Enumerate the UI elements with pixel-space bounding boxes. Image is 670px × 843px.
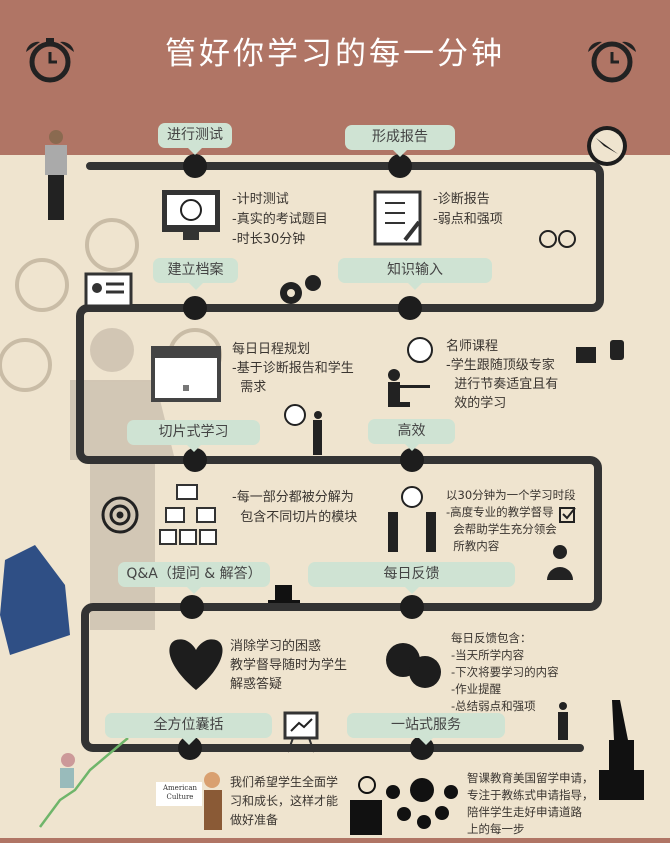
step-label-test: 进行测试 — [158, 123, 232, 155]
module-blocks-icon — [159, 484, 217, 545]
gears-icon — [280, 275, 321, 304]
statue-of-liberty-icon — [599, 700, 644, 800]
footer-border — [0, 838, 670, 843]
timeline-dots — [178, 154, 434, 760]
step-desc-onestop: 智课教育美国留学申请，专注于教练式申请指导，陪伴学生走好申请道路上的每一步 — [467, 771, 594, 836]
step-desc-test: -计时测试-真实的考试题目-时长30分钟 — [232, 192, 328, 247]
american-culture-sign: American Culture — [162, 784, 198, 801]
team-high-five-icon — [388, 486, 436, 552]
page-title: 管好你学习的每一分钟 — [165, 36, 505, 72]
step-desc-comprehensive: 我们希望学生全面学习和成长，这样才能做好准备 — [230, 775, 339, 827]
thinking-man-clock-icon — [284, 404, 322, 455]
header-banner — [0, 0, 670, 155]
person-at-desk-icon — [388, 337, 433, 407]
step-desc-knowledge: 名师课程-学生跟随顶级专家 进行节奏适宜且有 效的学习 — [446, 339, 559, 411]
checkbox-icon — [559, 507, 576, 523]
step-label-qa: Q&A（提问 & 解答） — [118, 562, 270, 594]
step-desc-slices: -每一部分都被分解为 包含不同切片的模块 — [232, 490, 358, 525]
alarm-clock-bells-icon — [26, 38, 74, 52]
step-desc-feedback: 每日反馈包含：-当天所学内容-下次将要学习的内容-作业提醒-总结弱点和强项 — [451, 631, 559, 713]
lightbulb-team-icon — [350, 776, 382, 835]
monitor-clock-icon — [162, 190, 220, 240]
student-figure-icon — [45, 130, 67, 220]
climbing-man-icon — [60, 753, 75, 788]
calendar-icon — [151, 346, 221, 402]
clapperboard-icon — [576, 347, 596, 363]
alarm-clock-icon — [29, 41, 71, 83]
presenter-man-icon — [156, 772, 222, 830]
step-label-onestop: 一站式服务 — [347, 713, 505, 745]
presentation-board-icon — [283, 711, 319, 753]
target-icon — [101, 496, 139, 534]
step-desc-report: -诊断报告-弱点和强项 — [433, 192, 503, 227]
user-icon — [547, 545, 573, 580]
growth-arrow — [38, 737, 129, 828]
heart-icon — [169, 639, 223, 690]
step-desc-efficient: 以30分钟为一个学习时段-高度专业的教学督导 会帮助学生充分领会 所教内容 — [446, 488, 576, 553]
step-label-profile: 建立档案 — [153, 258, 238, 290]
alarm-clock-icon-right — [591, 41, 633, 83]
step-label-slices: 切片式学习 — [127, 420, 260, 452]
step-label-report: 形成报告 — [345, 125, 455, 157]
id-badge-icon — [84, 272, 133, 308]
step-label-knowledge: 知识输入 — [338, 258, 492, 290]
walking-man-icon — [558, 702, 568, 740]
step-label-efficient: 高效 — [368, 419, 455, 451]
compass-icon — [587, 126, 627, 166]
notebook-pencil-icon — [373, 190, 422, 246]
glasses-icon — [539, 230, 576, 248]
thumbs-up-icon — [610, 340, 624, 360]
chat-bubbles-icon — [386, 643, 441, 688]
step-label-feedback: 每日反馈 — [308, 562, 515, 594]
step-label-comprehensive: 全方位囊括 — [105, 713, 272, 745]
statue-of-liberty-painting — [0, 545, 70, 655]
step-desc-qa: 消除学习的困惑教学督导随时为学生解惑答疑 — [230, 639, 348, 692]
step-desc-profile: 每日日程规划-基于诊断报告和学生 需求 — [232, 342, 354, 395]
network-people-icon — [386, 778, 458, 829]
coffee-cup-icon — [268, 585, 300, 603]
